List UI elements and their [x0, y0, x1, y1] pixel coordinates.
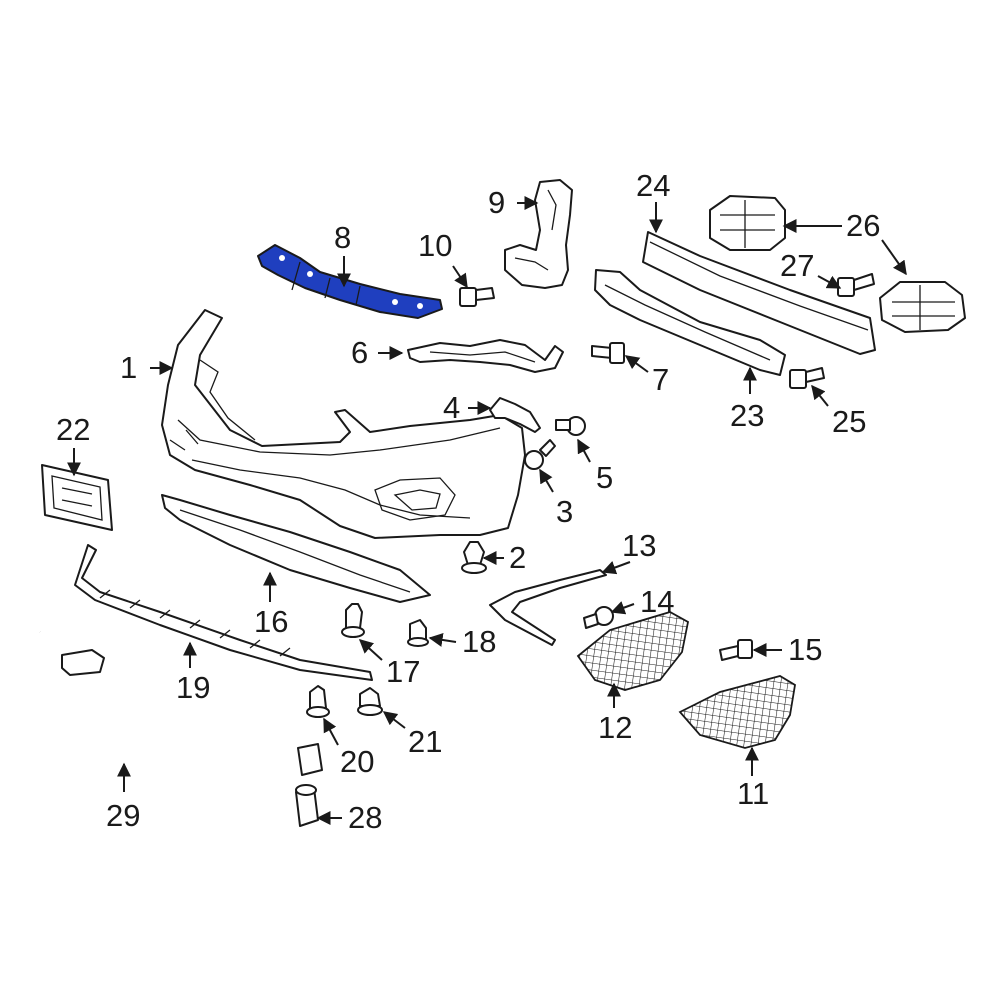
callout-11[interactable]: 11 — [737, 776, 769, 811]
part-28-sensor[interactable] — [295, 784, 319, 827]
part-3-screw[interactable] — [524, 439, 556, 470]
callout-24[interactable]: 24 — [636, 168, 670, 203]
callout-5[interactable]: 5 — [596, 460, 613, 495]
part-11-lower-grille[interactable] — [678, 675, 796, 749]
callout-18[interactable]: 18 — [462, 624, 496, 659]
part-8-shape — [257, 244, 443, 319]
callout-9[interactable]: 9 — [488, 185, 505, 220]
callout-4[interactable]: 4 — [443, 390, 460, 425]
part-16-under-cover[interactable] — [161, 494, 431, 603]
part-20-clip[interactable] — [306, 685, 330, 718]
callout-17[interactable]: 17 — [386, 654, 420, 689]
part-17-clip[interactable] — [341, 603, 365, 638]
part-29-wiring-harness[interactable] — [39, 630, 323, 776]
part-12-fog-grille[interactable] — [576, 611, 690, 691]
callout-19[interactable]: 19 — [176, 670, 210, 705]
part-26-mount-upper[interactable] — [709, 195, 786, 251]
part-1-bumper-cover[interactable] — [161, 309, 526, 539]
part-14-screw[interactable] — [583, 606, 614, 629]
callout-labels: 1 2 3 4 5 6 7 8 9 10 11 12 13 14 15 16 1… — [56, 168, 880, 835]
callout-29[interactable]: 29 — [106, 798, 140, 833]
callout-23[interactable]: 23 — [730, 398, 764, 433]
callout-25[interactable]: 25 — [832, 404, 866, 439]
callout-27[interactable]: 27 — [780, 248, 814, 283]
part-21-clip[interactable] — [357, 687, 383, 716]
part-18-clip[interactable] — [407, 619, 429, 647]
callout-16[interactable]: 16 — [254, 604, 288, 639]
callout-10[interactable]: 10 — [418, 228, 452, 263]
callout-22[interactable]: 22 — [56, 412, 90, 447]
callout-1[interactable]: 1 — [120, 350, 137, 385]
part-13-trim[interactable] — [489, 569, 607, 646]
part-26-mount-lower[interactable] — [879, 281, 966, 333]
callout-14[interactable]: 14 — [640, 584, 674, 619]
callout-28[interactable]: 28 — [348, 800, 382, 835]
part-8-upper-bracket[interactable] — [257, 244, 443, 319]
part-27-bolt[interactable] — [837, 273, 875, 297]
part-7-bolt[interactable] — [591, 342, 625, 364]
part-9-side-bracket[interactable] — [504, 179, 573, 289]
leader-lines — [67, 196, 907, 825]
callout-8[interactable]: 8 — [334, 220, 351, 255]
callout-21[interactable]: 21 — [408, 724, 442, 759]
part-5-screw[interactable] — [555, 416, 586, 436]
callout-6[interactable]: 6 — [351, 335, 368, 370]
part-22-license-bracket[interactable] — [41, 464, 113, 531]
part-19-lower-molding[interactable] — [74, 544, 373, 681]
part-10-bolt[interactable] — [459, 287, 495, 307]
callout-20[interactable]: 20 — [340, 744, 374, 779]
callout-26[interactable]: 26 — [846, 208, 880, 243]
part-6-bracket[interactable] — [407, 339, 564, 373]
callout-3[interactable]: 3 — [556, 494, 573, 529]
part-15-bolt[interactable] — [719, 639, 753, 661]
part-25-bolt[interactable] — [789, 367, 825, 389]
part-24-reinforcement[interactable] — [642, 231, 876, 355]
callout-2[interactable]: 2 — [509, 540, 526, 575]
callout-15[interactable]: 15 — [788, 632, 822, 667]
part-2-clip[interactable] — [461, 541, 487, 574]
callout-13[interactable]: 13 — [622, 528, 656, 563]
callout-12[interactable]: 12 — [598, 710, 632, 745]
callout-7[interactable]: 7 — [652, 362, 669, 397]
part-23-absorber[interactable] — [594, 269, 786, 376]
part-4-clip-bracket[interactable] — [489, 397, 541, 433]
